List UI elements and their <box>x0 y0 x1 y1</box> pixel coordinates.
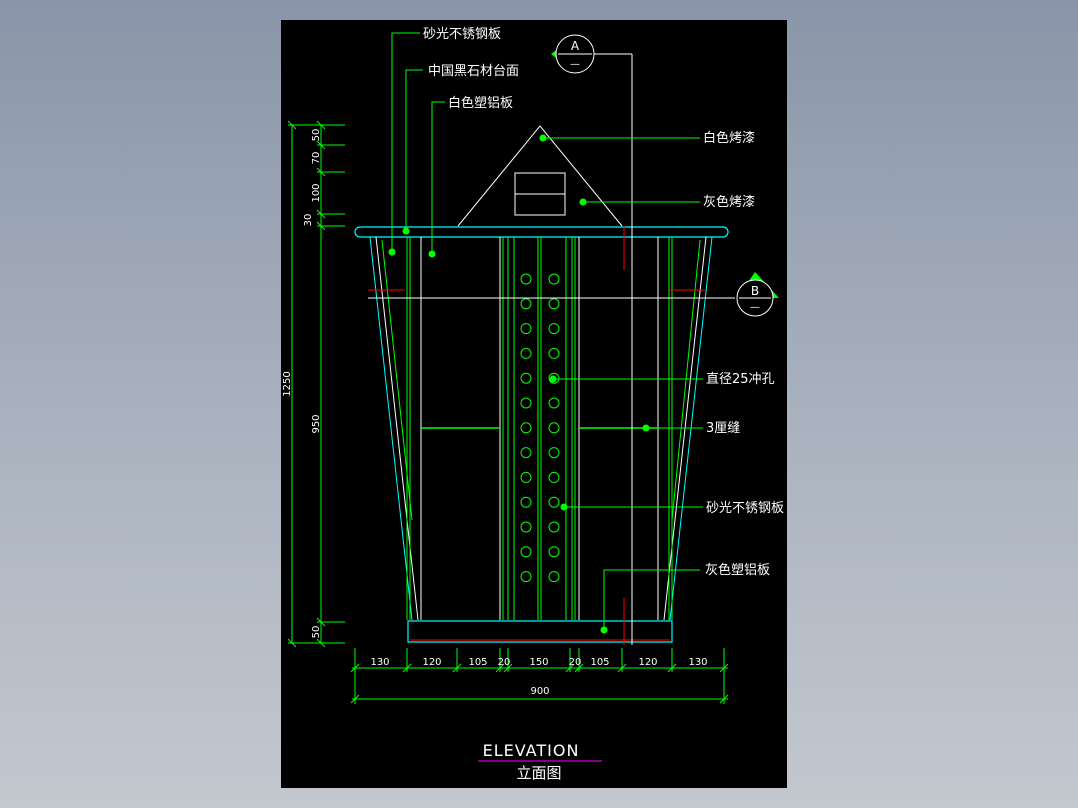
section-a-letter: A <box>571 39 580 53</box>
section-lines <box>368 53 735 645</box>
perforation-hole <box>548 471 560 483</box>
dim-50-top: 50 <box>311 129 322 142</box>
label-holes: 直径25冲孔 <box>706 372 775 387</box>
label-grey-paint: 灰色烤漆 <box>703 194 755 210</box>
perforation-hole <box>520 372 532 384</box>
perforation-holes <box>520 273 560 583</box>
dim-1250: 1250 <box>282 371 293 396</box>
label-sanded-steel-side: 砂光不锈钢板 <box>706 501 784 516</box>
dim-70: 70 <box>311 152 322 165</box>
perforation-hole <box>520 521 532 533</box>
annotation-labels: 砂光不锈钢板 中国黑石材台面 白色塑铝板 白色烤漆 灰色烤漆 直径25冲孔 3厘… <box>423 27 784 578</box>
horizontal-dimension-text: 130 120 105 20 150 20 105 120 130 900 <box>370 657 707 697</box>
perforation-hole <box>548 397 560 409</box>
dim-130-left: 130 <box>370 657 389 668</box>
leader-dots <box>388 134 650 634</box>
vertical-dimensions <box>287 120 345 648</box>
dim-120-left: 120 <box>422 657 441 668</box>
section-a-dash: — <box>570 59 580 70</box>
horizontal-dimensions <box>350 648 729 704</box>
perforation-hole <box>548 521 560 533</box>
perforation-hole <box>520 298 532 310</box>
perforation-hole <box>520 546 532 558</box>
elevation-drawing: 50 70 100 30 950 50 1250 130 <box>282 27 784 782</box>
dim-100: 100 <box>311 183 322 202</box>
dim-20-left: 20 <box>498 657 511 668</box>
section-b-letter: B <box>751 284 759 298</box>
perforation-hole <box>548 447 560 459</box>
dim-150: 150 <box>529 657 548 668</box>
perforation-hole <box>548 298 560 310</box>
title-english: ELEVATION <box>483 741 580 760</box>
base <box>407 620 673 643</box>
section-marker-b[interactable]: B — <box>736 272 779 317</box>
cad-viewport[interactable]: 50 70 100 30 950 50 1250 130 <box>281 20 787 788</box>
perforation-hole <box>520 447 532 459</box>
perforation-hole <box>520 397 532 409</box>
dim-130-right: 130 <box>688 657 707 668</box>
label-white-alu: 白色塑铝板 <box>448 95 513 111</box>
leader-lines <box>391 32 703 630</box>
perforation-hole <box>548 496 560 508</box>
dim-50-bottom: 50 <box>311 626 322 639</box>
dim-20-right: 20 <box>569 657 582 668</box>
perforation-hole <box>548 273 560 285</box>
perforation-hole <box>520 323 532 335</box>
perforation-hole <box>548 323 560 335</box>
label-sanded-steel-top: 砂光不锈钢板 <box>423 27 501 42</box>
dim-105-right: 105 <box>590 657 609 668</box>
label-gap: 3厘缝 <box>706 421 740 436</box>
perforation-hole <box>548 422 560 434</box>
section-b-dash: — <box>750 302 760 313</box>
dim-950: 950 <box>311 414 322 433</box>
roof <box>457 125 623 227</box>
title-chinese: 立面图 <box>516 764 561 782</box>
perforation-hole <box>548 372 560 384</box>
label-white-paint: 白色烤漆 <box>703 130 755 146</box>
perforation-hole <box>548 347 560 359</box>
perforation-hole <box>520 471 532 483</box>
perforation-hole <box>520 496 532 508</box>
perforation-hole <box>520 571 532 583</box>
dim-120-right: 120 <box>638 657 657 668</box>
perforation-hole <box>548 546 560 558</box>
label-black-stone: 中国黑石材台面 <box>428 64 519 79</box>
perforation-hole <box>548 571 560 583</box>
vertical-dimension-text: 50 70 100 30 950 50 1250 <box>282 129 322 639</box>
perforation-hole <box>520 422 532 434</box>
perforation-hole <box>520 273 532 285</box>
dim-30: 30 <box>303 214 314 227</box>
dim-105-left: 105 <box>468 657 487 668</box>
label-grey-alu: 灰色塑铝板 <box>705 562 770 578</box>
dim-900: 900 <box>530 686 549 697</box>
countertop <box>354 226 729 238</box>
section-marker-a[interactable]: A — <box>551 34 595 74</box>
perforation-hole <box>520 347 532 359</box>
drawing-title: ELEVATION 立面图 <box>478 741 602 782</box>
